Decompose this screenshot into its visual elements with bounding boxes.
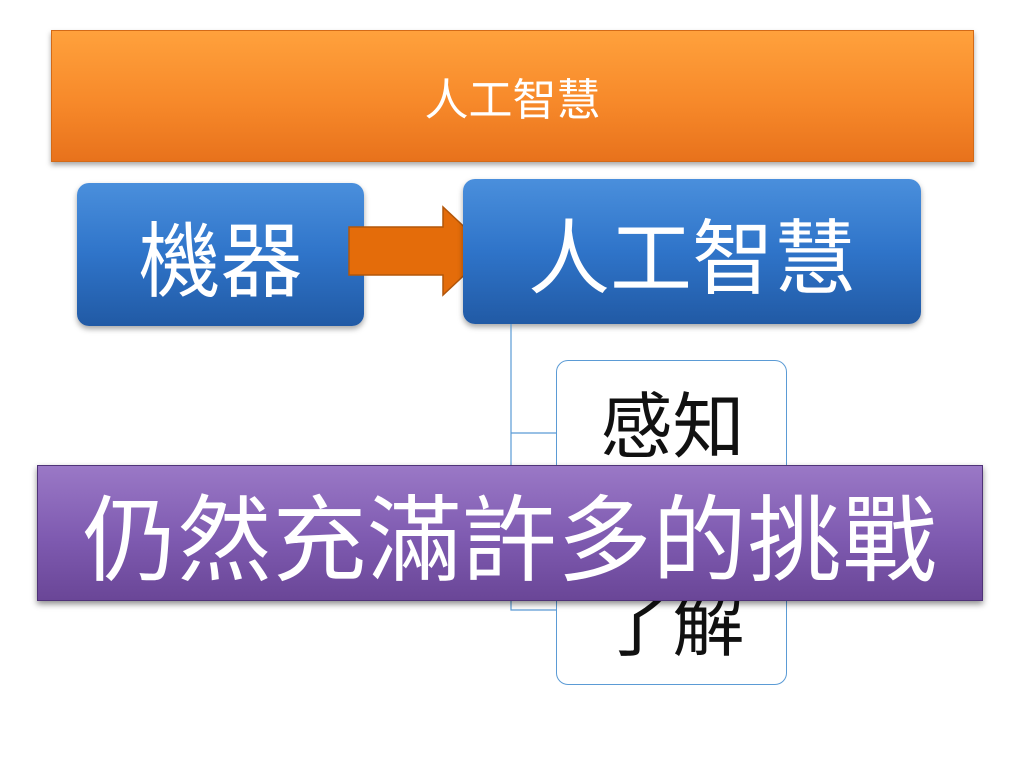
sub-item-perception: 感知 <box>600 385 745 469</box>
title-bar: 人工智慧 <box>51 30 974 162</box>
machine-label: 機器 <box>138 215 303 310</box>
sub-item-understanding: 了解 <box>600 583 745 667</box>
hierarchy-connector <box>510 324 556 611</box>
ai-box: 人工智慧 <box>463 179 921 324</box>
slide-title: 人工智慧 <box>424 75 601 126</box>
challenge-banner: 仍然充滿許多的挑戰 <box>37 465 983 601</box>
banner-text: 仍然充滿許多的挑戰 <box>82 487 938 596</box>
ai-label: 人工智慧 <box>527 212 856 307</box>
machine-box: 機器 <box>77 183 364 326</box>
